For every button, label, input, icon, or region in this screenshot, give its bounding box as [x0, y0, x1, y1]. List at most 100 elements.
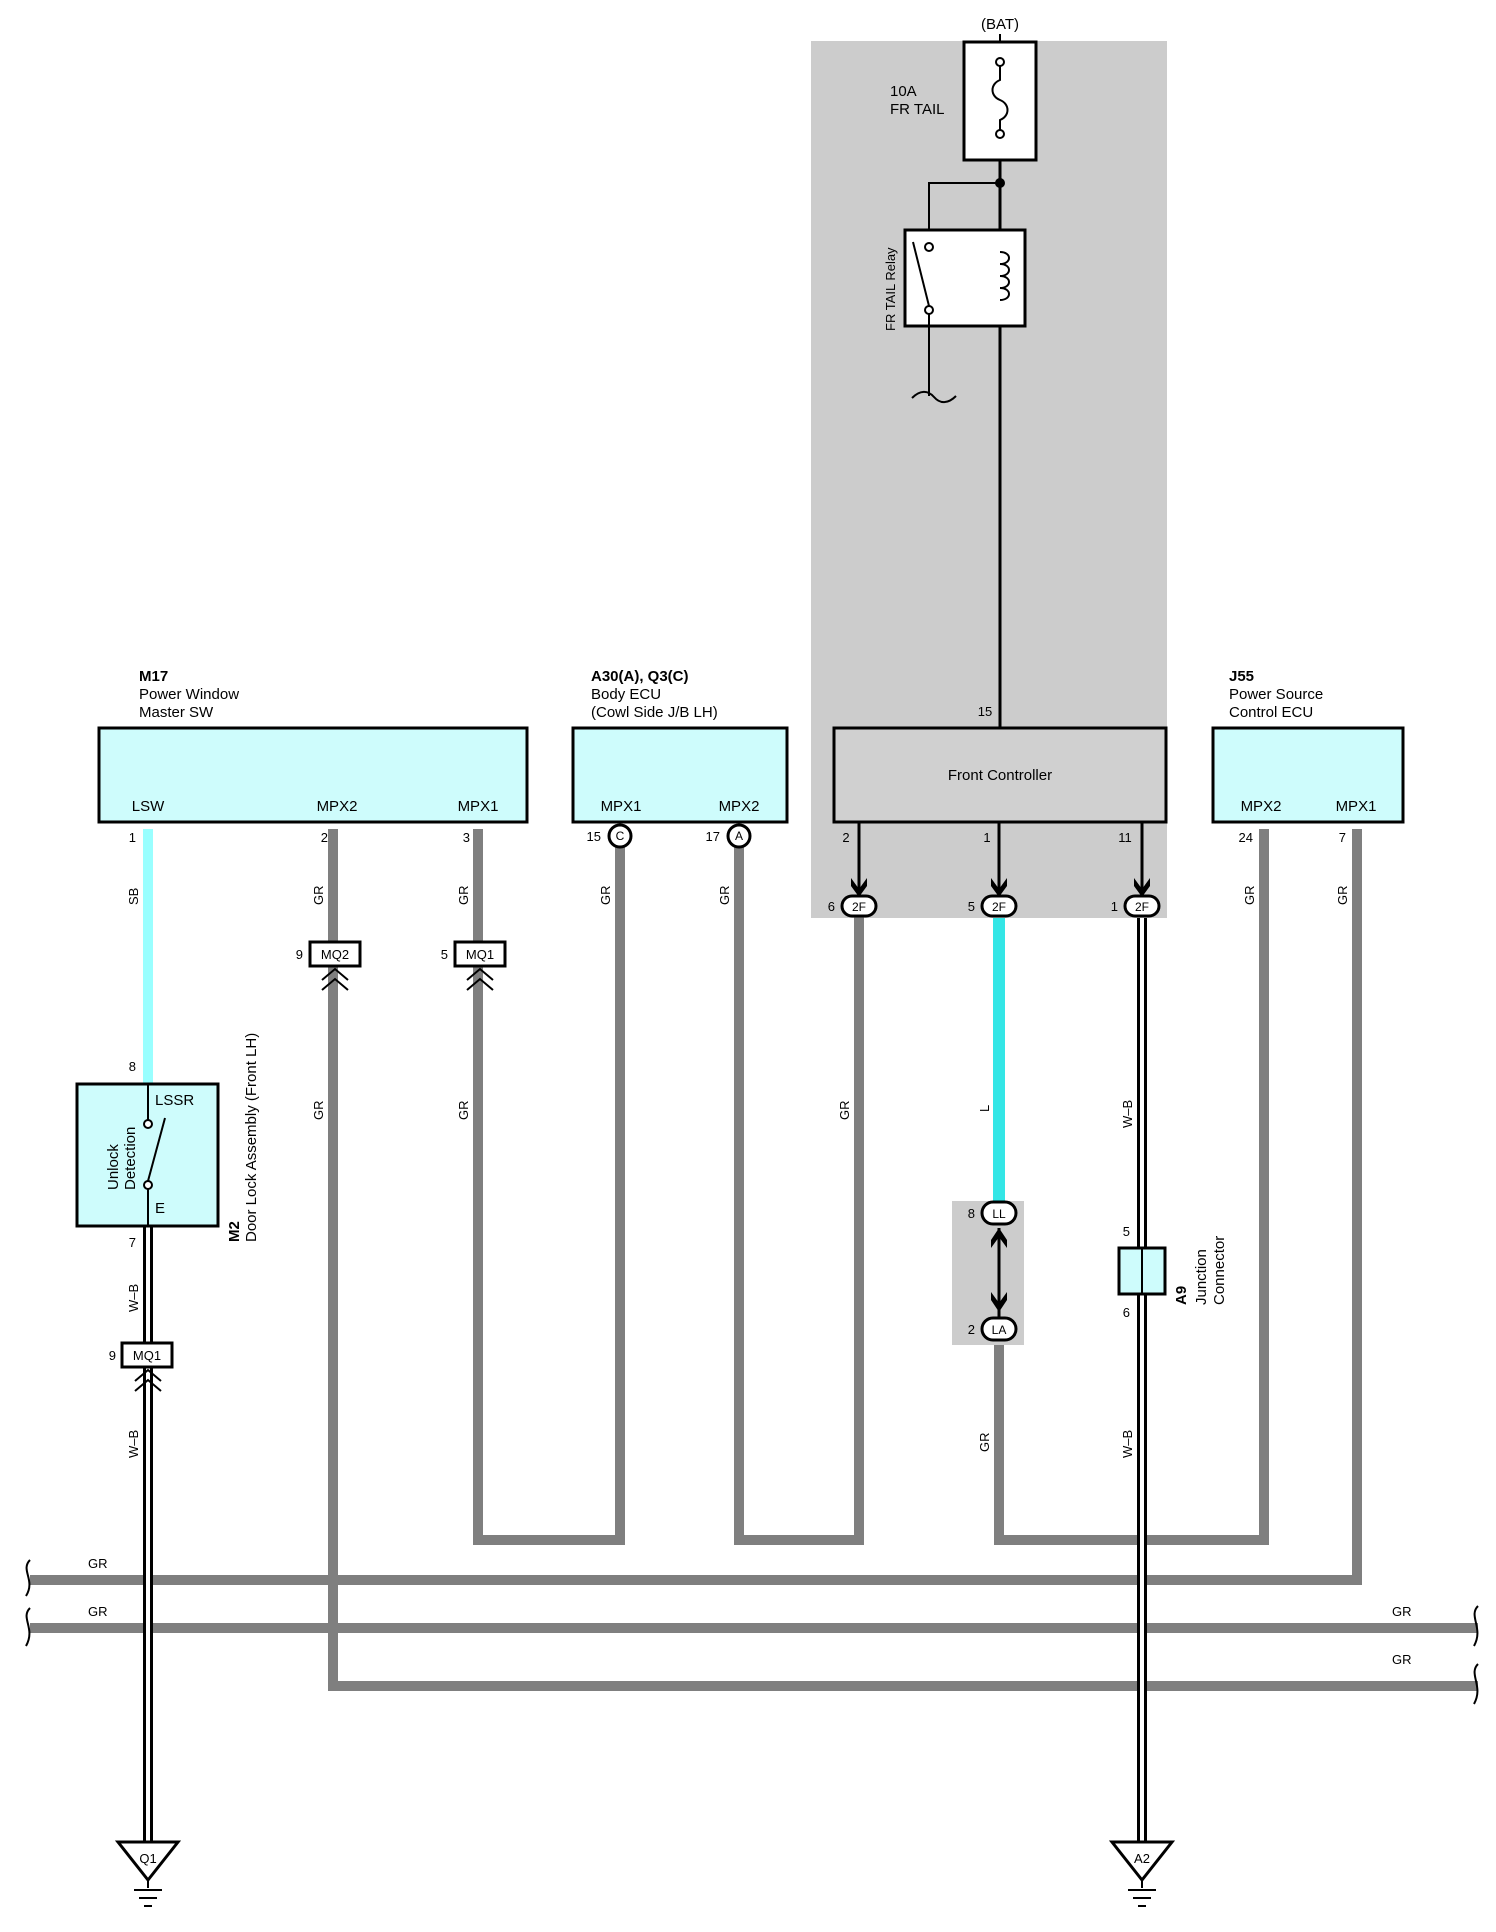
connector-mq1-top: [453, 940, 507, 968]
connector-ll-label: LL: [992, 1207, 1006, 1221]
connector-2f-c-arrow-icon: [1134, 878, 1150, 897]
j55-num-mpx2: 24: [1239, 830, 1253, 845]
wire-label-gr-mpx2-lower: GR: [311, 1101, 326, 1121]
fuse-terminal-top: [995, 57, 1005, 67]
m17-power-window-master-sw-box: [97, 726, 529, 824]
wire-label-gr-la: GR: [977, 1433, 992, 1453]
connector-ll-arrow-icon: [991, 1228, 1007, 1248]
front-controller-pin-b: 1: [983, 830, 990, 845]
a9-id: A9: [1173, 1286, 1190, 1305]
wire-body-mpx2: [734, 829, 864, 1545]
body-ecu-pin-mpx2: MPX2: [719, 798, 760, 815]
connector-2f-b-label: 2F: [992, 900, 1006, 914]
relay-coil-icon: [999, 251, 1010, 301]
m17-pin-mpx2: MPX2: [317, 798, 358, 815]
body-ecu-id: A30(A), Q3(C): [591, 668, 689, 685]
m2-switch-arm: [147, 1117, 166, 1182]
connector-mq2-label: MQ2: [321, 947, 349, 962]
bat-label: (BAT): [981, 16, 1019, 33]
m17-num-lsw: 1: [129, 830, 136, 845]
ground-q1-icon: [114, 1840, 182, 1883]
ground-q1-bars: [134, 1889, 162, 1907]
break-mark-right-lower: [1473, 1663, 1479, 1705]
wire-label-gr-mpx2-upper: GR: [311, 886, 326, 906]
wire-label-gr-bus-middle: GR: [88, 1604, 108, 1619]
m17-num-mpx1: 3: [463, 830, 470, 845]
wire-m17-mpx2: [328, 829, 1478, 1691]
front-controller-box: [832, 726, 1168, 824]
wire-label-gr-bus-bottom: GR: [1392, 1652, 1412, 1667]
m2-num-bottom: 7: [129, 1235, 136, 1250]
body-ecu-conn-c: C: [616, 829, 625, 843]
connector-mq2: [308, 940, 362, 968]
connector-mq1-top-pin: 5: [441, 947, 448, 962]
connector-2f-c-pin: 1: [1111, 899, 1118, 914]
j55-pin-mpx1: MPX1: [1336, 798, 1377, 815]
wire-label-wb-right-lower: W–B: [1120, 1430, 1135, 1458]
body-ecu-conn-c-marker: [607, 823, 633, 849]
connector-2f-b: [980, 894, 1018, 918]
connector-ll: [980, 1200, 1018, 1226]
wire-label-l: L: [977, 1105, 992, 1112]
body-ecu-box: [571, 726, 789, 824]
m17-id: M17: [139, 668, 168, 685]
connector-la-pin: 2: [968, 1322, 975, 1337]
body-ecu-num-mpx2: 17: [706, 829, 720, 844]
connector-2f-c: [1123, 894, 1161, 918]
body-ecu-conn-a: A: [735, 829, 743, 843]
body-ecu-conn-a-marker: [726, 823, 752, 849]
front-controller-pin-top: 15: [978, 704, 992, 719]
front-controller-name: Front Controller: [948, 767, 1052, 784]
fuse-icon: [991, 62, 1009, 134]
break-mark-left-upper: [25, 1559, 31, 1597]
m2-inner-line2: Detection: [122, 1127, 139, 1190]
m17-num-mpx2: 2: [321, 830, 328, 845]
connector-mq1-bottom-chevron-icon: [134, 1368, 162, 1392]
connector-2f-c-label: 2F: [1135, 900, 1149, 914]
body-ecu-num-mpx1: 15: [587, 829, 601, 844]
j55-line1: Power Source: [1229, 686, 1323, 703]
connector-la-arrow-icon: [991, 1292, 1007, 1312]
m17-pin-lsw: LSW: [132, 798, 165, 815]
wire-label-wb-right-upper: W–B: [1120, 1100, 1135, 1128]
connector-mq1-bottom: [120, 1341, 174, 1369]
a9-line1: Junction: [1193, 1249, 1210, 1305]
connector-la-label: LA: [992, 1323, 1007, 1337]
m17-line1: Power Window: [139, 686, 239, 703]
connector-2f-a: [840, 894, 878, 918]
wire-label-gr-body-mpx2: GR: [717, 886, 732, 906]
fuse-amp-label: 10A: [890, 83, 917, 100]
wire-la-j55: [994, 829, 1269, 1545]
relay-contact-bottom: [924, 305, 934, 315]
connector-mq1-bottom-label: MQ1: [133, 1348, 161, 1363]
connector-mq1-bottom-pin: 9: [109, 1348, 116, 1363]
connector-mq1-top-chevron-icon: [466, 967, 494, 991]
wire-label-gr-mpx1-lower: GR: [456, 1101, 471, 1121]
wire-label-gr-body-mpx1: GR: [598, 886, 613, 906]
connector-2f-b-pin: 5: [968, 899, 975, 914]
j55-power-source-control-ecu-box: [1211, 726, 1405, 824]
wire-m17-mpx1: [473, 829, 625, 1545]
m17-line2: Master SW: [139, 704, 214, 721]
body-ecu-line1: Body ECU: [591, 686, 661, 703]
wire-label-gr-bus-middle-right: GR: [1392, 1604, 1412, 1619]
connector-mq1-top-label: MQ1: [466, 947, 494, 962]
front-controller-pin-c: 11: [1118, 830, 1132, 845]
wire-j55-mpx1: [30, 829, 1362, 1585]
connector-mq2-chevron-icon: [321, 967, 349, 991]
wire-label-gr-bus-top: GR: [88, 1556, 108, 1571]
a9-pin-bottom: 6: [1123, 1305, 1130, 1320]
relay-output-break: [911, 390, 957, 404]
m2-id: M2: [226, 1221, 243, 1242]
relay-feed: [928, 182, 1000, 242]
m2-name: Door Lock Assembly (Front LH): [243, 1033, 260, 1242]
relay-switch-arm: [912, 241, 930, 307]
wire-label-gr-fc-pin2: GR: [837, 1101, 852, 1121]
m2-inner-line1: Unlock: [105, 1144, 122, 1190]
j55-num-mpx1: 7: [1339, 830, 1346, 845]
fuse-terminal-bottom: [995, 129, 1005, 139]
body-ecu-pin-mpx1: MPX1: [601, 798, 642, 815]
ground-q1-label: Q1: [139, 1851, 156, 1866]
j55-id: J55: [1229, 668, 1254, 685]
